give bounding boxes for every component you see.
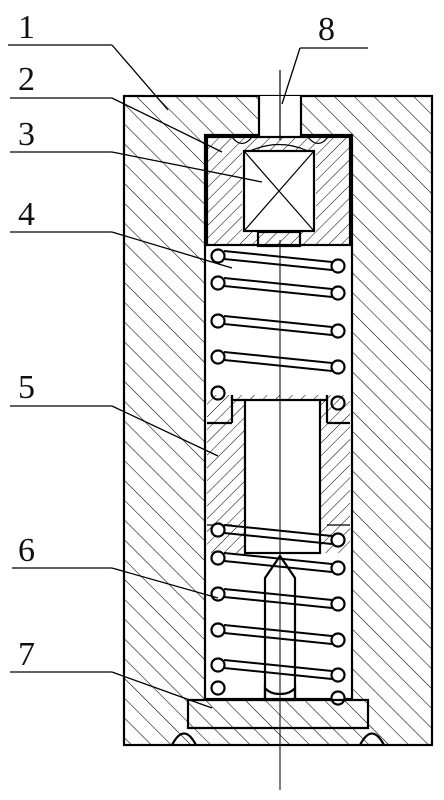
label-part-2: 2 [18, 61, 35, 98]
spring-coil-segment [223, 359, 333, 372]
spring-coil-segment [223, 323, 333, 336]
spring-wire-section [330, 285, 346, 301]
spring-coil-segment [223, 659, 333, 672]
housing [122, 94, 434, 747]
spring-coil-segment [223, 250, 333, 263]
spring-wire-section [330, 632, 346, 648]
spring-wire-section [210, 550, 226, 566]
piston-sleeve [207, 395, 350, 555]
upper-spring [210, 248, 346, 411]
spring-wire-section [330, 667, 346, 683]
spring-coil-segment [223, 624, 333, 637]
spring-coil-segment [223, 351, 333, 364]
spring-wire-section [210, 522, 226, 538]
bottom-plug [171, 684, 385, 746]
spring-wire-section [330, 323, 346, 339]
spring-coil-segment [223, 258, 333, 271]
spring-wire-section [210, 248, 226, 264]
stem-port [257, 70, 303, 140]
pointed-stem [263, 554, 297, 702]
spring-coil-segment [223, 667, 333, 680]
label-part-3: 3 [18, 116, 35, 153]
label-part-8: 8 [318, 11, 335, 48]
spring-wire-section [330, 359, 346, 375]
label-part-1: 1 [18, 9, 35, 46]
spring-wire-section [210, 586, 226, 602]
spring-wire-section [210, 680, 226, 696]
spring-coil-segment [223, 588, 333, 601]
label-part-6: 6 [18, 532, 35, 569]
spring-wire-section [330, 532, 346, 548]
spring-coil-segment [223, 277, 333, 290]
label-part-7: 7 [18, 636, 35, 673]
spring-wire-section [330, 560, 346, 576]
spring-coil-segment [223, 285, 333, 298]
spring-wire-section [330, 596, 346, 612]
valve-block [242, 143, 316, 233]
spring-wire-section [210, 275, 226, 291]
lower-spring [210, 522, 346, 706]
spring-coil-segment [223, 560, 333, 573]
spring-coil-segment [223, 315, 333, 328]
spring-wire-section [210, 349, 226, 365]
spring-wire-section [330, 690, 346, 706]
spring-wire-section [330, 258, 346, 274]
spring-wire-section [210, 313, 226, 329]
spring-coil-segment [223, 632, 333, 645]
label-part-4: 4 [18, 196, 35, 233]
spring-wire-section [210, 657, 226, 673]
leader-lines [8, 44, 368, 709]
label-part-5: 5 [18, 369, 35, 406]
spring-coil-segment [223, 524, 333, 537]
spring-coil-segment [223, 532, 333, 545]
spring-wire-section [210, 622, 226, 638]
spring-coil-segment [223, 596, 333, 609]
upper-seat [205, 135, 352, 248]
